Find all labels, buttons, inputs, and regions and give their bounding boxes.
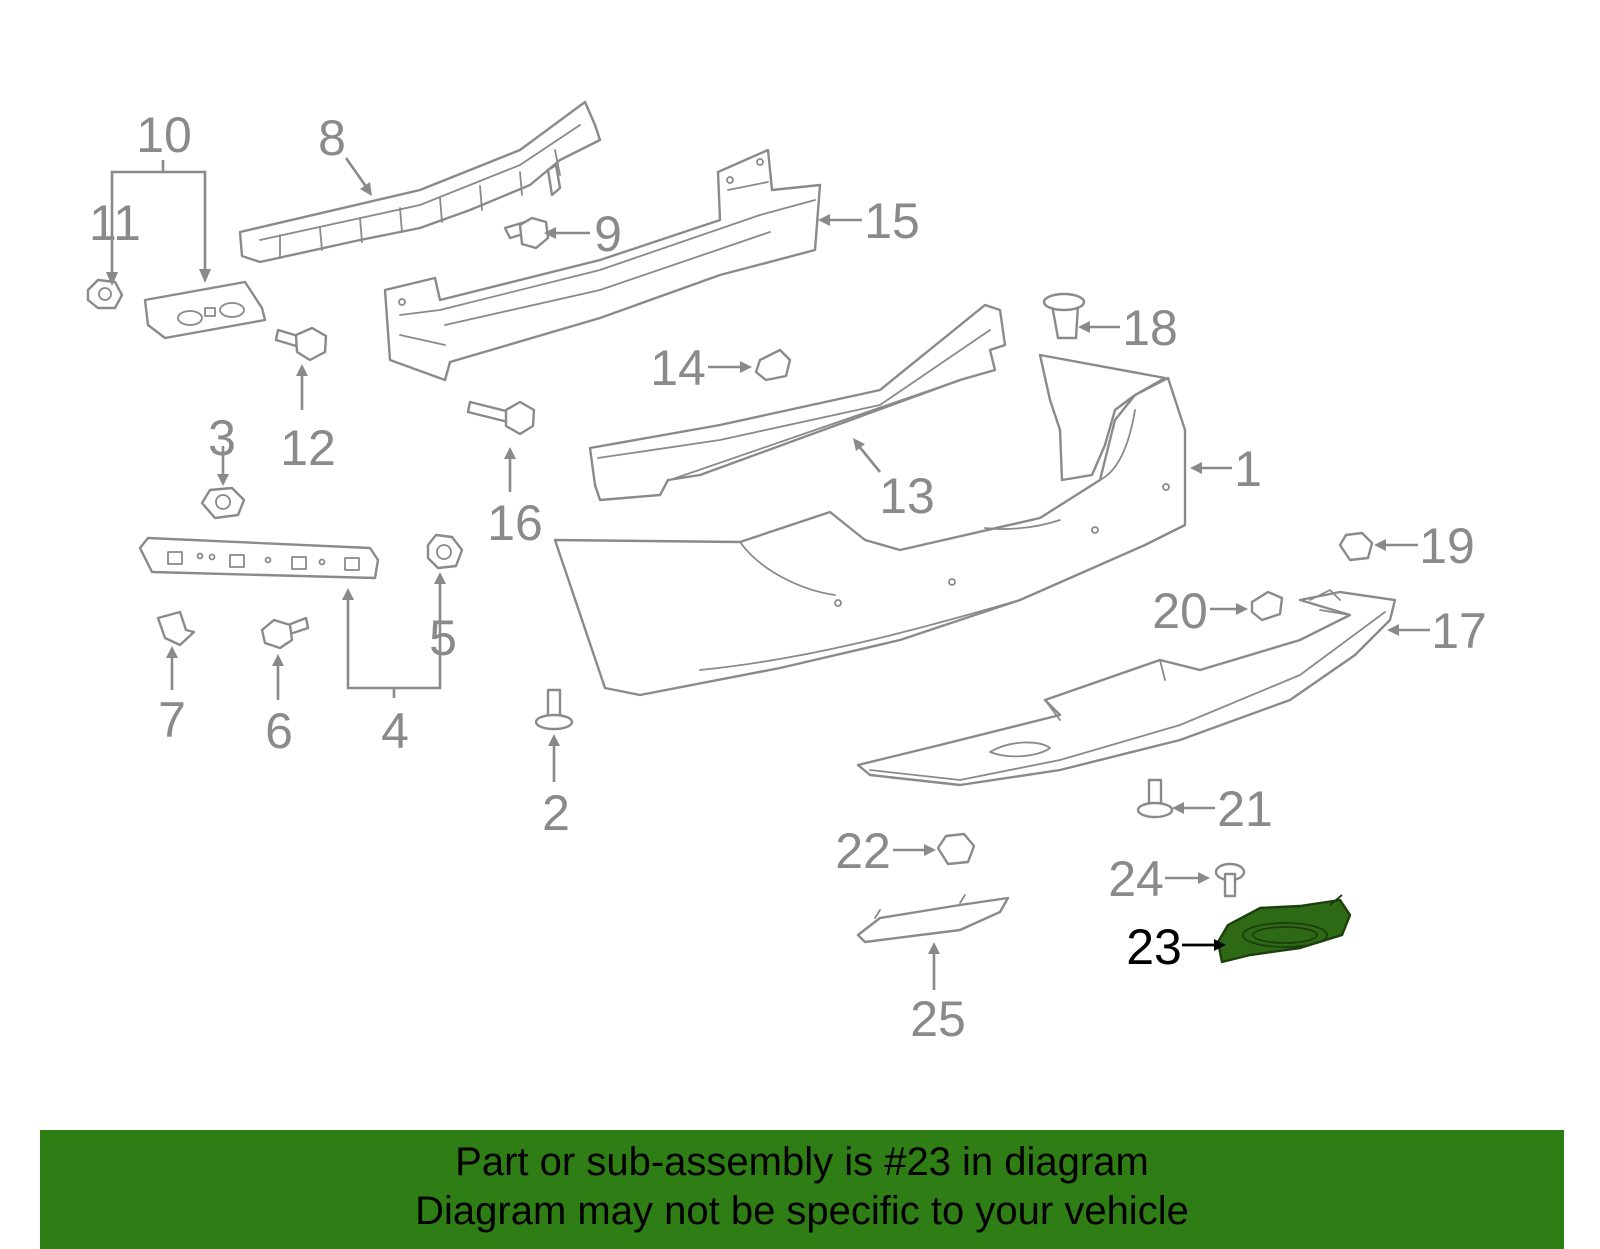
callout-4[interactable]: 4 bbox=[381, 703, 409, 759]
part-15-reinforcement[interactable] bbox=[383, 148, 822, 382]
callout-3[interactable]: 3 bbox=[208, 410, 236, 466]
parts-diagram-svg: 3 10 11 8 9 15 12 18 14 13 16 1 5 7 6 4 … bbox=[86, 100, 1487, 1047]
callout-7[interactable]: 7 bbox=[158, 692, 186, 748]
callout-6[interactable]: 6 bbox=[265, 703, 293, 759]
callout-12[interactable]: 12 bbox=[280, 420, 336, 476]
callout-13[interactable]: 13 bbox=[879, 468, 935, 524]
part-22-nut[interactable] bbox=[936, 832, 976, 866]
callout-1[interactable]: 1 bbox=[1234, 441, 1262, 497]
callout-16[interactable]: 16 bbox=[487, 495, 543, 551]
banner-line-2: Diagram may not be specific to your vehi… bbox=[415, 1189, 1189, 1233]
callout-9[interactable]: 9 bbox=[594, 206, 622, 262]
part-5-nut[interactable] bbox=[426, 533, 464, 570]
part-9-bolt[interactable] bbox=[503, 216, 550, 250]
callout-5[interactable]: 5 bbox=[429, 610, 457, 666]
callout-18[interactable]: 18 bbox=[1122, 300, 1178, 356]
banner-line-1: Part or sub-assembly is #23 in diagram bbox=[455, 1140, 1149, 1184]
part-8-absorber[interactable] bbox=[238, 100, 602, 264]
part-10-bracket[interactable] bbox=[143, 280, 267, 340]
info-banner: Part or sub-assembly is #23 in diagram D… bbox=[40, 1130, 1564, 1249]
part-24-pin[interactable] bbox=[1214, 862, 1246, 898]
part-25-reflector[interactable] bbox=[856, 894, 1010, 944]
callout-2[interactable]: 2 bbox=[542, 785, 570, 841]
callout-17[interactable]: 17 bbox=[1431, 603, 1487, 659]
callout-20[interactable]: 20 bbox=[1152, 583, 1208, 639]
callout-19[interactable]: 19 bbox=[1419, 518, 1475, 574]
callout-10[interactable]: 10 bbox=[136, 107, 192, 163]
part-17-valance[interactable] bbox=[856, 589, 1397, 787]
part-20-clip[interactable] bbox=[1250, 590, 1284, 622]
parts-diagram: 3 10 11 8 9 15 12 18 14 13 16 1 5 7 6 4 … bbox=[86, 100, 1487, 1047]
part-11-nut[interactable] bbox=[86, 278, 124, 310]
callout-numbers: 3 10 11 8 9 15 12 18 14 13 16 1 5 7 6 4 … bbox=[89, 107, 1487, 1047]
callout-14[interactable]: 14 bbox=[650, 340, 706, 396]
part-4-bracket-strip[interactable] bbox=[138, 536, 380, 580]
part-23-bezel[interactable] bbox=[1216, 894, 1352, 964]
callout-8[interactable]: 8 bbox=[318, 110, 346, 166]
part-13-absorber[interactable] bbox=[588, 303, 1007, 502]
part-7-clip[interactable] bbox=[156, 610, 196, 647]
part-21-stud[interactable] bbox=[1136, 778, 1174, 819]
callout-11[interactable]: 11 bbox=[89, 195, 141, 251]
part-16-bolt[interactable] bbox=[466, 400, 536, 436]
part-12-bolt[interactable] bbox=[274, 326, 328, 362]
part-2-stud[interactable] bbox=[534, 688, 574, 731]
callout-15[interactable]: 15 bbox=[864, 193, 920, 249]
part-19-nut[interactable] bbox=[1338, 531, 1374, 562]
part-14-clip[interactable] bbox=[754, 348, 792, 382]
callout-leaders bbox=[106, 157, 1430, 990]
part-6-bolt[interactable] bbox=[260, 616, 310, 650]
callout-23-highlighted[interactable]: 23 bbox=[1126, 919, 1182, 975]
part-18-pin[interactable] bbox=[1042, 292, 1086, 340]
callout-24[interactable]: 24 bbox=[1108, 851, 1164, 907]
callout-21[interactable]: 21 bbox=[1217, 781, 1273, 837]
callout-25[interactable]: 25 bbox=[910, 991, 966, 1047]
part-1-bumper-cover[interactable] bbox=[553, 353, 1187, 697]
callout-22[interactable]: 22 bbox=[835, 823, 891, 879]
part-3-nut[interactable] bbox=[200, 486, 246, 520]
